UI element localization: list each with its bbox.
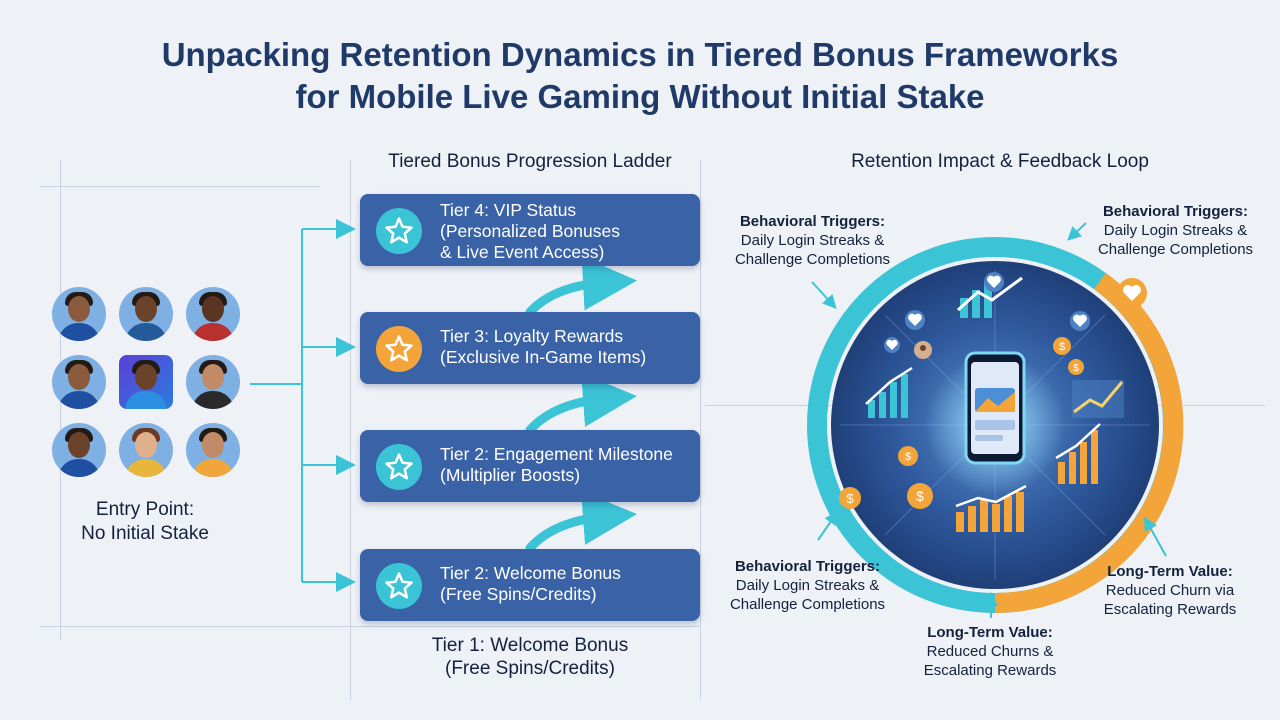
avatar bbox=[52, 355, 106, 409]
heart-icon bbox=[884, 337, 900, 353]
tier-card-welcome: Tier 2: Welcome Bonus (Free Spins/Credit… bbox=[360, 549, 700, 621]
page-subtitle: for Mobile Live Gaming Without Initial S… bbox=[295, 78, 985, 115]
avatar bbox=[119, 423, 173, 477]
star-badge-icon bbox=[376, 326, 422, 372]
svg-text:$: $ bbox=[846, 491, 854, 506]
svg-text:$: $ bbox=[916, 488, 924, 504]
coin-icon: $ bbox=[839, 487, 861, 509]
label-long-term-value-bottom: Long-Term Value: Reduced Churns & Escala… bbox=[923, 624, 1057, 679]
star-badge-icon bbox=[376, 444, 422, 490]
bar-chart-icon bbox=[865, 366, 913, 418]
label-long-term-value-right: Long-Term Value: Reduced Churn via Escal… bbox=[1103, 563, 1237, 618]
phone-icon bbox=[964, 351, 1026, 465]
svg-text:$: $ bbox=[1073, 363, 1079, 374]
coin-icon: $ bbox=[898, 446, 918, 466]
heart-icon bbox=[1070, 311, 1090, 331]
coin-icon: $ bbox=[1053, 337, 1071, 355]
avatar bbox=[186, 355, 240, 409]
guide-line bbox=[700, 160, 701, 700]
heart-icon bbox=[905, 310, 925, 330]
tier-title: Tier 3: Loyalty Rewards bbox=[440, 326, 624, 346]
svg-text:$: $ bbox=[1059, 341, 1065, 353]
heart-icon bbox=[1117, 278, 1147, 308]
tier-detail: & Live Event Access) bbox=[440, 242, 605, 262]
user-icon bbox=[914, 341, 932, 359]
tier-title: Tier 4: VIP Status bbox=[440, 200, 577, 220]
orange-ring bbox=[994, 272, 1184, 614]
avatar bbox=[52, 423, 106, 477]
avatar bbox=[119, 355, 173, 409]
tier-detail: (Personalized Bonuses bbox=[440, 221, 620, 241]
guide-line bbox=[40, 186, 320, 187]
avatar bbox=[186, 287, 240, 341]
svg-text:$: $ bbox=[905, 451, 911, 463]
rising-bars-icon bbox=[1055, 423, 1101, 484]
tier-card-loyalty: Tier 3: Loyalty Rewards (Exclusive In-Ga… bbox=[360, 312, 700, 384]
guide-line bbox=[350, 160, 351, 700]
ladder-title: Tiered Bonus Progression Ladder bbox=[388, 151, 672, 172]
bottom-bars-icon bbox=[955, 484, 1027, 532]
coin-icon: $ bbox=[907, 483, 933, 509]
tier-card-engagement: Tier 2: Engagement Milestone (Multiplier… bbox=[360, 430, 700, 502]
coin-icon: $ bbox=[1068, 359, 1084, 375]
tier-detail: (Free Spins/Credits) bbox=[440, 584, 597, 604]
star-badge-icon bbox=[376, 563, 422, 609]
tier-title: Tier 2: Welcome Bonus bbox=[440, 563, 621, 583]
avatar bbox=[52, 287, 106, 341]
tier-detail: (Multiplier Boosts) bbox=[440, 465, 581, 485]
avatar bbox=[119, 287, 173, 341]
loop-title: Retention Impact & Feedback Loop bbox=[851, 151, 1149, 172]
star-badge-icon bbox=[376, 208, 422, 254]
guide-line bbox=[40, 626, 700, 627]
tier-1-footer: Tier 1: Welcome Bonus (Free Spins/Credit… bbox=[431, 635, 629, 679]
entry-point-label: Entry Point: No Initial Stake bbox=[81, 499, 209, 544]
line-chart-icon bbox=[1072, 380, 1124, 418]
tier-detail: (Exclusive In-Game Items) bbox=[440, 347, 647, 367]
avatar bbox=[186, 423, 240, 477]
label-behavioral-triggers-bottom-left: Behavioral Triggers: Daily Login Streaks… bbox=[729, 558, 886, 613]
tier-title: Tier 2: Engagement Milestone bbox=[440, 444, 673, 464]
tier-card-vip: Tier 4: VIP Status (Personalized Bonuses… bbox=[360, 194, 700, 266]
label-behavioral-triggers-top-left: Behavioral Triggers: Daily Login Streaks… bbox=[734, 213, 891, 268]
heart-icon bbox=[984, 272, 1004, 292]
label-behavioral-triggers-top-right: Behavioral Triggers: Daily Login Streaks… bbox=[1097, 203, 1254, 258]
page-title: Unpacking Retention Dynamics in Tiered B… bbox=[161, 36, 1119, 73]
growth-chart-icon bbox=[956, 276, 1023, 318]
